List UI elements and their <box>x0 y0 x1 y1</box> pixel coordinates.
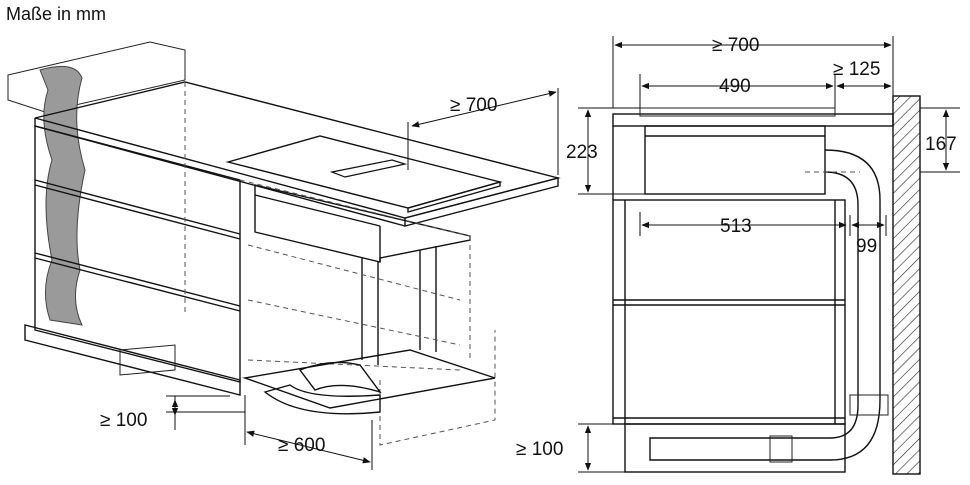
dim-right-height: 223 <box>566 142 598 163</box>
base-plate <box>242 349 496 409</box>
dim-left-bottom-clearance: ≥ 100 <box>100 410 147 431</box>
dim-left-width: ≥ 700 <box>450 95 497 116</box>
isometric-view <box>7 41 561 470</box>
dim-right-side-height: 167 <box>925 134 957 155</box>
dim-right-bottom-clearance: ≥ 100 <box>516 439 563 460</box>
dim-right-inner-depth: 513 <box>720 216 752 237</box>
diagram-title: Maße in mm <box>6 4 107 24</box>
dim-right-wall-gap: ≥ 125 <box>833 59 880 80</box>
wall <box>892 95 921 475</box>
section-view <box>578 36 960 475</box>
vent-slot <box>329 159 408 178</box>
dim-right-hob-width: 490 <box>719 76 751 97</box>
hob-body <box>644 125 826 195</box>
dim-left-depth: ≥ 600 <box>278 435 325 456</box>
dim-right-duct: 99 <box>856 236 877 257</box>
duct <box>649 149 881 461</box>
dim-right-total-depth: ≥ 700 <box>712 35 759 56</box>
